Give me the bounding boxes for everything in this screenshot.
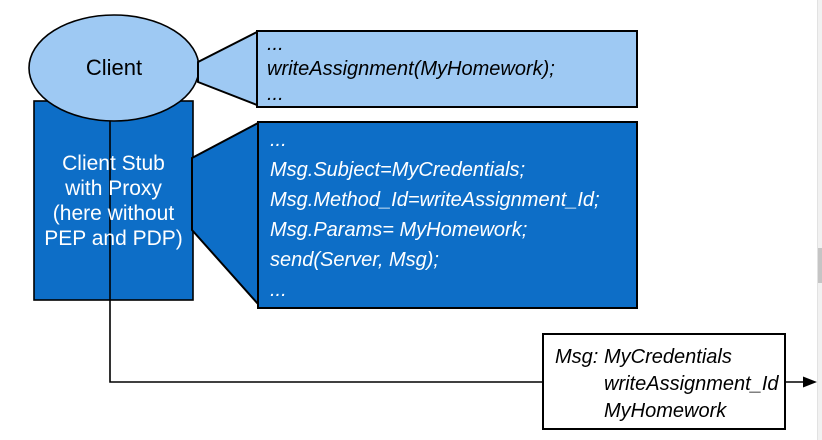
client-stub-label: Client Stub with Proxy (here without PEP… (44, 151, 183, 250)
message-box-content: Msg: MyCredentials writeAssignment_Id My… (543, 334, 785, 429)
client-code-callout-shape (256, 30, 638, 108)
message-values: MyCredentials writeAssignment_Id MyHomew… (604, 344, 779, 425)
code-line: ... (270, 129, 287, 151)
code-line: Msg.Params= MyHomework; (270, 219, 528, 241)
client-label: Client (85, 55, 143, 80)
code-line: ... (267, 82, 284, 105)
code-line: Msg.Subject=MyCredentials; (270, 159, 526, 181)
message-label: Msg: (555, 346, 599, 368)
client-stub-shape (33, 100, 194, 301)
arrowhead-icon (803, 376, 817, 388)
client-code-callout-pointer (197, 30, 258, 107)
code-line: ... (270, 279, 287, 301)
code-line: Msg.Method_Id=writeAssignment_Id; (270, 189, 600, 211)
stub-code-callout-shape (257, 121, 638, 309)
message-value: MyHomework (604, 400, 727, 422)
client-code-callout-text: ... writeAssignment(MyHomework); ... (267, 31, 633, 107)
code-line: send(Server, Msg); (270, 249, 439, 271)
scrollbar-thumb[interactable] (818, 248, 822, 283)
stub-code-callout-pointer (191, 121, 259, 307)
code-line: ... (267, 32, 284, 55)
code-line: writeAssignment(MyHomework); (267, 57, 555, 80)
message-box-shape (542, 333, 786, 430)
scrollbar-track[interactable] (817, 0, 822, 440)
message-value: MyCredentials (604, 346, 732, 368)
stub-code-callout-text: ... Msg.Subject=MyCredentials; Msg.Metho… (270, 122, 633, 308)
message-value: writeAssignment_Id (604, 373, 779, 395)
